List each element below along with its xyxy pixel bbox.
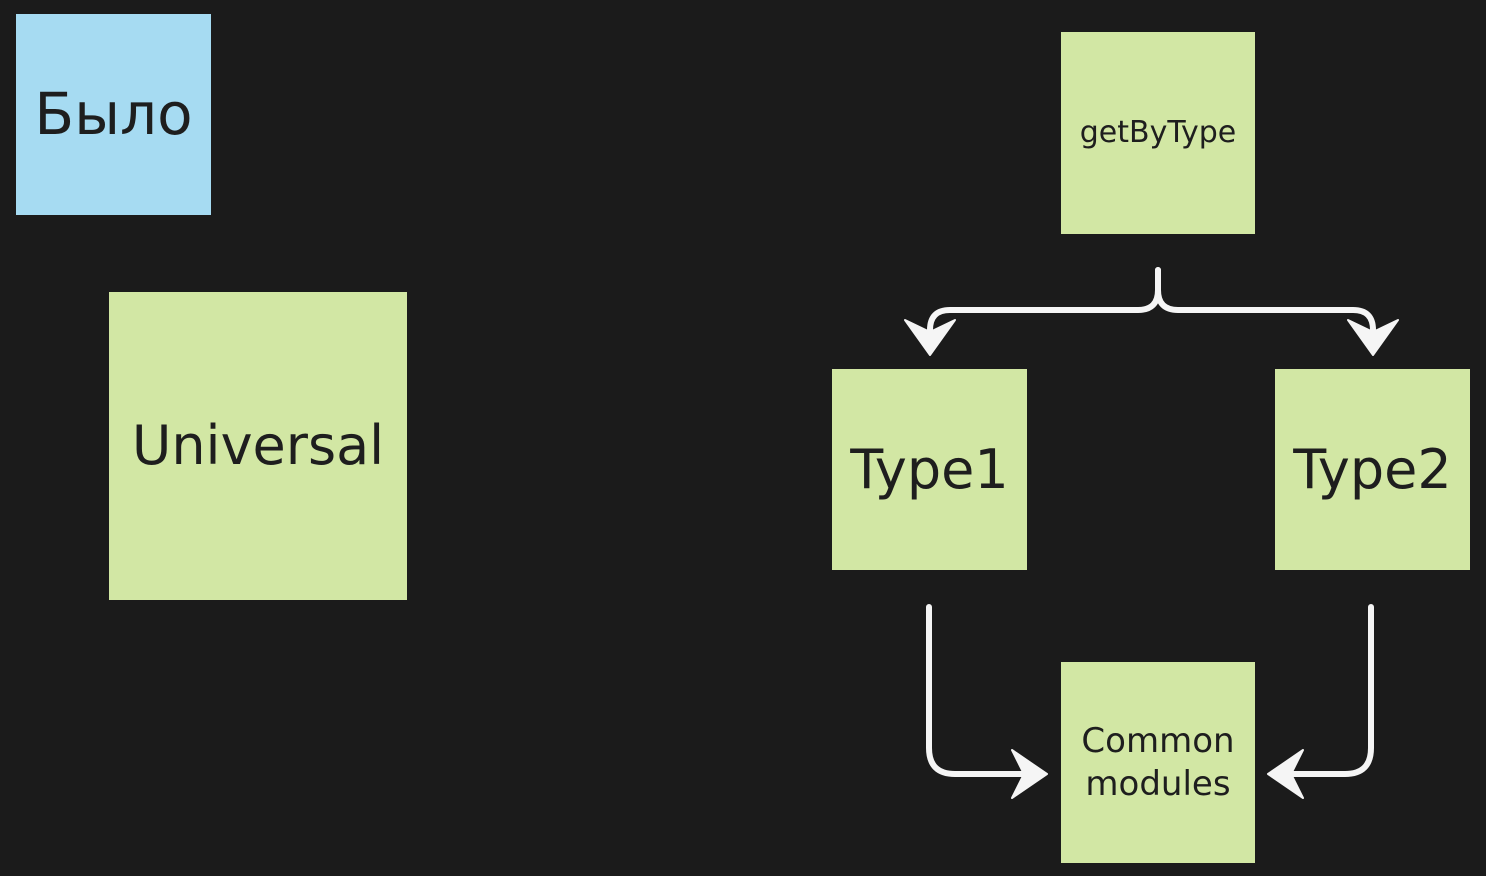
note-text: Type2: [1293, 437, 1452, 501]
connector-getbytype-type2[interactable]: [1155, 267, 1376, 343]
note-text-line1: Common: [1081, 721, 1235, 761]
note-text: Было: [34, 80, 193, 149]
sticky-note-bylo[interactable]: Было: [16, 14, 211, 215]
arrowhead-type1: [904, 319, 956, 356]
connector-type2-common[interactable]: [1282, 604, 1374, 777]
arrowhead-common-left: [1011, 749, 1048, 799]
sticky-note-getbytype[interactable]: getByType: [1061, 32, 1255, 234]
arrowhead-type2: [1347, 319, 1399, 356]
arrowhead-common-right: [1267, 749, 1304, 799]
sticky-note-universal[interactable]: Universal: [109, 292, 407, 600]
sticky-note-type1[interactable]: Type1: [832, 369, 1027, 570]
connector-getbytype-type1[interactable]: [927, 267, 1161, 343]
sticky-note-common-modules[interactable]: Common modules: [1061, 662, 1255, 863]
sticky-note-type2[interactable]: Type2: [1275, 369, 1470, 570]
connector-type1-common[interactable]: [926, 604, 1033, 777]
note-text: getByType: [1079, 115, 1237, 151]
note-text-line2: modules: [1085, 763, 1231, 804]
note-text: Universal: [131, 414, 385, 478]
note-text: Type1: [850, 437, 1009, 501]
